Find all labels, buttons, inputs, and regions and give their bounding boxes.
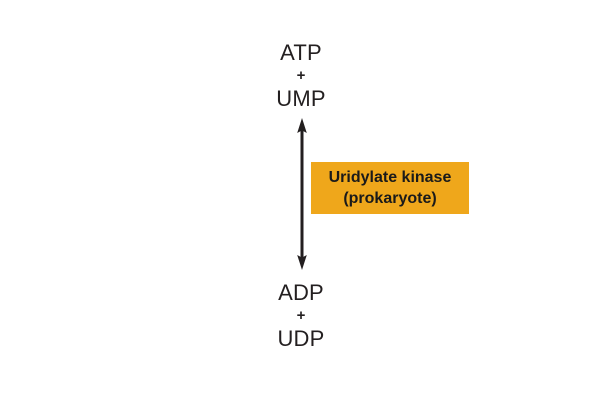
reversible-reaction-arrow (280, 118, 324, 270)
double-arrow-icon (297, 118, 307, 270)
enzyme-name-text: Uridylate kinase (328, 169, 452, 186)
product-plus-operator: + (296, 307, 306, 324)
product-udp-label: UDP (277, 326, 325, 351)
substrate-atp-label: ATP (280, 40, 322, 65)
enzyme-label-box: Uridylate kinase (prokaryote) (311, 162, 469, 214)
product-adp-label: ADP (278, 280, 324, 305)
substrates-group: ATP + UMP (226, 40, 376, 112)
substrate-ump-label: UMP (276, 86, 326, 111)
enzyme-qualifier-text: (prokaryote) (343, 190, 437, 207)
products-group: ADP + UDP (226, 280, 376, 352)
substrate-plus-operator: + (296, 67, 306, 84)
